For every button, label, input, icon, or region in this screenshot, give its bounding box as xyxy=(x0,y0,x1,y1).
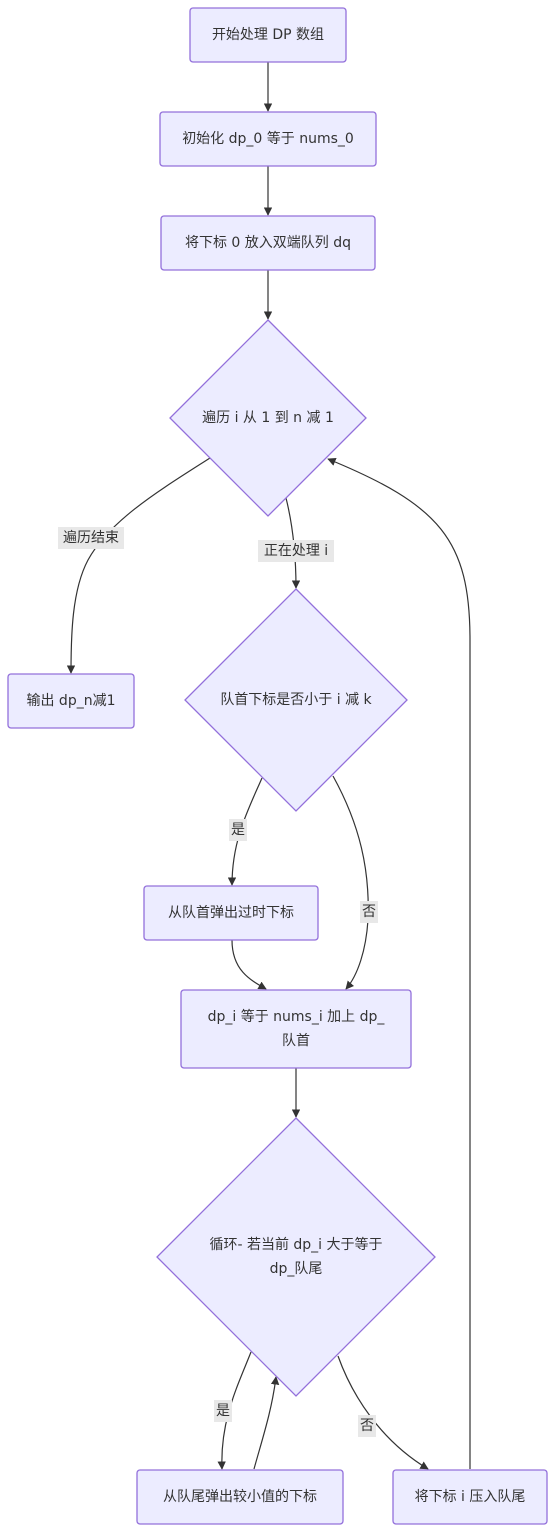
node-compute-label-line-2: 队首 xyxy=(282,1033,310,1049)
node-push-i-label: 将下标 i 压入队尾 xyxy=(415,1489,526,1505)
edge-label-front-no: 否 xyxy=(360,901,378,923)
node-init-label: 初始化 dp_0 等于 nums_0 xyxy=(182,130,354,147)
node-pop-front-label: 从队首弹出过时下标 xyxy=(168,905,294,921)
node-loop-label: 遍历 i 从 1 到 n 减 1 xyxy=(202,410,334,426)
node-check-front-label: 队首下标是否小于 i 减 k xyxy=(220,692,372,708)
edge-pop-front-to-compute xyxy=(231,939,267,990)
node-output-label: 输出 dp_n减1 xyxy=(26,693,115,709)
node-while-back-label-line-2: dp_队尾 xyxy=(270,1261,323,1277)
edge-label-back-yes-text: 是 xyxy=(216,1403,230,1419)
edge-while-back-to-push-i xyxy=(337,1355,429,1470)
node-while-back[interactable]: 循环- 若当前 dp_i 大于等于 dp_队尾 xyxy=(156,1117,436,1397)
node-start[interactable]: 开始处理 DP 数组 xyxy=(189,7,347,63)
node-compute[interactable]: dp_i 等于 nums_i 加上 dp_ 队首 xyxy=(180,989,412,1069)
node-init[interactable]: 初始化 dp_0 等于 nums_0 xyxy=(159,111,377,167)
edge-label-front-yes-text: 是 xyxy=(231,822,245,838)
edge-labels: 遍历结束 正在处理 i 是 否 是 否 xyxy=(58,527,378,1437)
node-output[interactable]: 输出 dp_n减1 xyxy=(7,673,135,729)
node-push0-label: 将下标 0 放入双端队列 dq xyxy=(185,235,351,251)
node-check-front[interactable]: 队首下标是否小于 i 减 k xyxy=(184,588,408,812)
edge-label-front-no-text: 否 xyxy=(362,904,376,920)
node-push-i[interactable]: 将下标 i 压入队尾 xyxy=(392,1469,548,1525)
edge-label-loop-processing: 正在处理 i xyxy=(258,540,334,562)
edge-label-back-yes: 是 xyxy=(214,1400,232,1422)
node-start-label: 开始处理 DP 数组 xyxy=(212,27,324,43)
node-pop-back[interactable]: 从队尾弹出较小值的下标 xyxy=(136,1469,344,1525)
node-push0[interactable]: 将下标 0 放入双端队列 dq xyxy=(160,215,376,271)
edge-label-loop-done: 遍历结束 xyxy=(58,527,124,549)
node-pop-back-label: 从队尾弹出较小值的下标 xyxy=(163,1489,317,1505)
edge-pop-back-to-while-back xyxy=(253,1376,280,1470)
node-compute-label-line-1: dp_i 等于 nums_i 加上 dp_ xyxy=(208,1008,386,1025)
edge-label-back-no-text: 否 xyxy=(360,1418,374,1434)
edge-loop-to-output xyxy=(66,457,211,674)
node-while-back-label-line-1: 循环- 若当前 dp_i 大于等于 xyxy=(209,1236,382,1253)
edge-label-loop-done-text: 遍历结束 xyxy=(63,530,119,546)
nodes: 开始处理 DP 数组 初始化 dp_0 等于 nums_0 将下标 0 放入双端… xyxy=(7,7,548,1525)
node-loop[interactable]: 遍历 i 从 1 到 n 减 1 xyxy=(169,319,367,517)
edge-push-i-to-loop xyxy=(327,457,471,1469)
edge-label-loop-processing-text: 正在处理 i xyxy=(264,543,328,559)
edge-label-front-yes: 是 xyxy=(229,819,247,841)
edge-label-back-no: 否 xyxy=(358,1415,376,1437)
node-pop-front[interactable]: 从队首弹出过时下标 xyxy=(143,885,319,941)
edge-check-front-to-compute xyxy=(332,775,369,990)
